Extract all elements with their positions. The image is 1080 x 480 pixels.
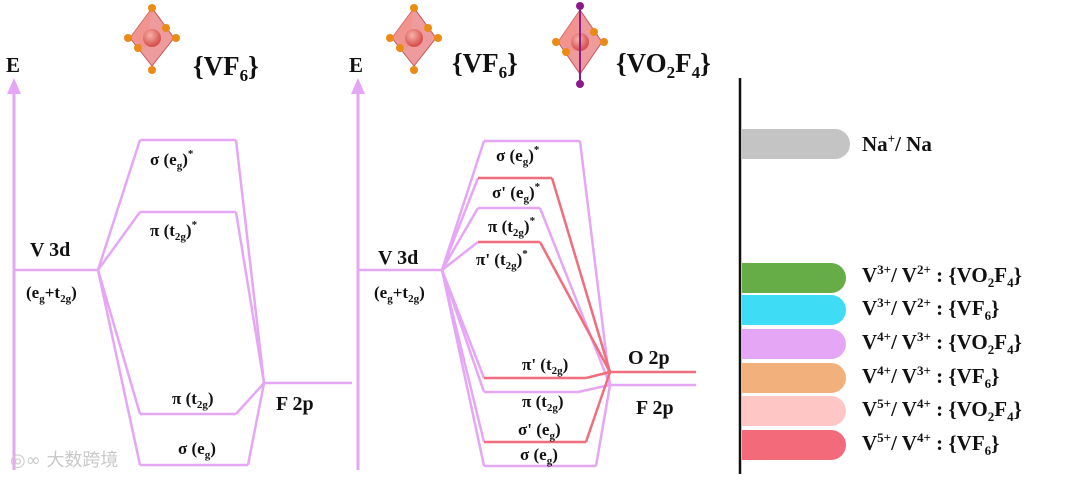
legend-label-v3-v2-vf6: V3+/ V2+ : {VF6} (862, 295, 1000, 324)
mo-levels-right-pink (440, 139, 612, 468)
f2p-label-left: F 2p (276, 393, 314, 415)
left-panel: E {VF6} V 3d (eg+t2g) F 2p (6, 4, 352, 470)
v3d-sub-left: (eg+t2g) (26, 283, 77, 305)
legend-swatch-na (742, 129, 850, 159)
level-label-sigma-star-left: σ (eg)* (150, 148, 194, 172)
mo-levels-right-red (478, 176, 612, 444)
level-label-pi-right: π (t2g) (522, 392, 564, 414)
level-label-pi-star-left: π (t2g)* (150, 219, 198, 243)
cluster-label-vo2f4: {VO2F4} (616, 48, 711, 82)
energy-axis-arrow-left (7, 78, 21, 94)
level-label-sigma-left: σ (eg) (178, 439, 216, 461)
level-label-pi-prime: π' (t2g) (522, 355, 568, 377)
legend-swatch-v3-v2-vf6 (742, 295, 846, 325)
f2p-label-right: F 2p (636, 397, 674, 419)
v3d-sub-right: (eg+t2g) (374, 283, 425, 305)
o2p-label: O 2p (628, 347, 670, 369)
level-label-pi-prime-star: π' (t2g)* (476, 248, 528, 272)
vf6-cluster-icon-right (386, 4, 442, 74)
legend-swatch-v4-v3-vo2f4 (742, 329, 846, 359)
level-label-sigma-prime: σ' (eg) (518, 420, 561, 442)
energy-axis-arrow-right (351, 78, 365, 94)
cluster-label-left: {VF6} (193, 51, 259, 85)
legend-swatch-v5-v4-vf6 (742, 430, 846, 460)
legend-swatch-v5-v4-vo2f4 (742, 396, 846, 426)
level-label-sigma-prime-star: σ' (eg)* (492, 181, 541, 205)
cluster-label-vf6-right: {VF6} (452, 48, 518, 82)
legend-label-v4-v3-vf6: V4+/ V3+ : {VF6} (862, 363, 1000, 392)
mo-levels-left (96, 138, 266, 467)
level-label-pi-star-right: π (t2g)* (488, 215, 536, 239)
level-label-pi-left: π (t2g) (172, 389, 214, 411)
axis-label-left: E (6, 53, 20, 77)
axis-label-right: E (349, 53, 363, 77)
watermark: ◎∞ 大数跨境 (10, 446, 118, 472)
legend-label-na: Na+/ Na (862, 131, 932, 156)
legend-label-v4-v3-vo2f4: V4+/ V3+ : {VO2F4} (862, 329, 1022, 358)
vf6-cluster-icon-left (124, 4, 180, 74)
watermark-text: 大数跨境 (46, 450, 119, 471)
legend-swatch-v4-v3-vf6 (742, 363, 846, 393)
legend-label-v3-v2-vo2f4: V3+/ V2+ : {VO2F4} (862, 262, 1022, 291)
legend-label-v5-v4-vo2f4: V5+/ V4+ : {VO2F4} (862, 396, 1022, 425)
v3d-label-right: V 3d (378, 247, 418, 269)
legend-label-v5-v4-vf6: V5+/ V4+ : {VF6} (862, 430, 1000, 459)
level-label-sigma-star-right: σ (eg)* (496, 144, 540, 168)
v3d-label-left: V 3d (30, 239, 70, 261)
level-label-sigma-right: σ (eg) (520, 445, 558, 467)
watermark-logo-icon: ◎∞ (10, 450, 41, 471)
legend-swatch-v3-v2-vo2f4 (742, 263, 846, 293)
right-panel: E {VF6} {VO2F4} (349, 2, 711, 470)
vo2f4-cluster-icon (552, 2, 608, 88)
